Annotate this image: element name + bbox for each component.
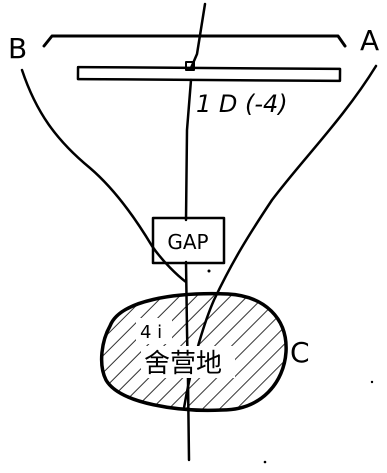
long-bar	[76, 65, 342, 83]
label-c: C	[290, 336, 310, 369]
area-number-label: 4 i	[140, 322, 162, 343]
ink-speck	[370, 380, 374, 384]
ink-speck	[263, 460, 267, 464]
ridge-line-b	[20, 68, 188, 284]
top-bracket	[42, 34, 347, 48]
label-b: B	[8, 32, 27, 65]
area-name-label: 舍营地	[144, 349, 222, 379]
bar-center-marker	[185, 61, 195, 71]
area-number-backing	[136, 318, 172, 344]
gap-label: GAP	[167, 230, 208, 254]
area-name-backing	[141, 346, 235, 378]
hatched-area-outline	[99, 291, 288, 413]
gap-box	[151, 216, 226, 265]
label-a: A	[360, 24, 379, 57]
scale-note: 1 D (-4)	[196, 90, 288, 118]
ink-speck	[207, 269, 211, 273]
